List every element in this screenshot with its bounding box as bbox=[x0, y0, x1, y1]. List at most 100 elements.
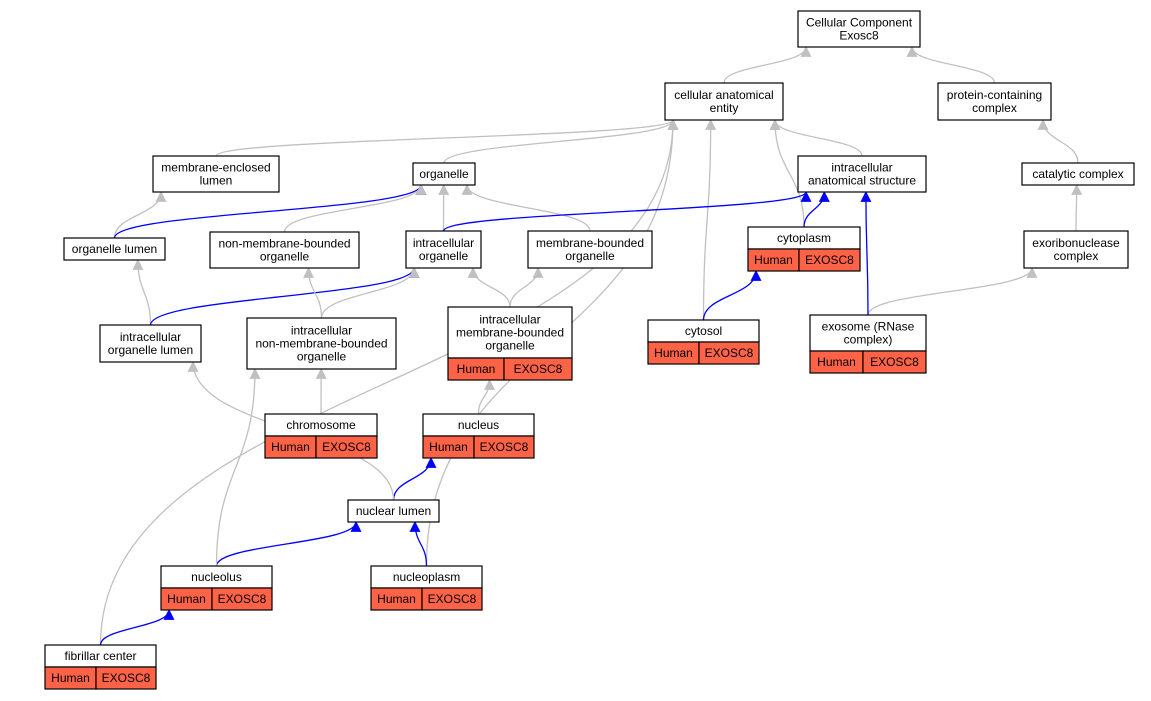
gene-cell bbox=[798, 248, 861, 272]
edge-membrane-enclosed-lumen-to-cellular-anatomical-entity bbox=[215, 118, 679, 157]
node-label: nucleolus bbox=[191, 570, 242, 584]
node-label: organelle bbox=[419, 167, 469, 181]
node-label: membrane-bounded bbox=[536, 236, 644, 250]
gene-cell bbox=[473, 435, 535, 459]
edge-nucleolus-to-intracellular-non-membrane-bounded-organelle bbox=[215, 367, 261, 567]
node-label: organelle bbox=[565, 249, 615, 263]
edge-membrane-bounded-organelle-to-organelle bbox=[461, 183, 591, 232]
node-label: intracellular bbox=[413, 236, 474, 250]
node-intracellular-non-membrane-bounded-organelle[interactable]: intracellularnon-membrane-boundedorganel… bbox=[246, 317, 397, 370]
node-intracellular-membrane-bounded-organelle[interactable]: intracellularmembrane-boundedorganelleHu… bbox=[447, 306, 573, 381]
node-label: organelle bbox=[297, 350, 347, 364]
node-box bbox=[664, 82, 784, 121]
gene-label: EXOSC8 bbox=[870, 355, 919, 369]
gene-label: EXOSC8 bbox=[805, 253, 854, 267]
node-label: intracellular bbox=[291, 324, 352, 338]
node-box bbox=[797, 10, 921, 48]
gene-cell bbox=[421, 587, 483, 611]
node-box bbox=[246, 317, 397, 370]
node-label: fibrillar center bbox=[64, 649, 136, 663]
node-nuclear-lumen[interactable]: nuclear lumen bbox=[347, 499, 440, 523]
node-label: non-membrane-bounded bbox=[218, 237, 350, 251]
edge-cytosol-to-cytoplasm bbox=[702, 269, 762, 321]
edge-intracellular-organelle-lumen-to-intracellular-organelle bbox=[149, 266, 420, 326]
node-label: membrane-bounded bbox=[456, 326, 564, 340]
node-box bbox=[412, 162, 476, 186]
node-box bbox=[447, 306, 573, 359]
node-box bbox=[1021, 162, 1135, 186]
node-label: cytosol bbox=[685, 324, 722, 338]
edge-intracellular-membrane-bounded-organelle-to-membrane-bounded-organelle bbox=[509, 266, 544, 308]
edge-intracellular-anatomical-structure-to-cellular-anatomical-entity bbox=[769, 118, 863, 157]
node-label: entity bbox=[710, 101, 739, 115]
node-box bbox=[937, 82, 1052, 121]
edge-cytoplasm-to-intracellular-anatomical-structure bbox=[803, 190, 830, 228]
node-label: intracellular bbox=[479, 313, 540, 327]
edge-cytoplasm-to-cellular-anatomical-entity bbox=[769, 118, 805, 228]
edge-protein-containing-complex-to-root bbox=[906, 45, 996, 84]
node-label: complex bbox=[972, 101, 1017, 115]
gene-label: EXOSC8 bbox=[514, 362, 563, 376]
node-organelle-lumen[interactable]: organelle lumen bbox=[63, 237, 166, 261]
node-label: lumen bbox=[200, 174, 233, 188]
edge-non-membrane-bounded-organelle-to-organelle bbox=[283, 183, 427, 233]
species-label: Human bbox=[429, 440, 468, 454]
edge-catalytic-complex-to-protein-containing-complex bbox=[1037, 118, 1079, 164]
node-label: organelle lumen bbox=[72, 242, 157, 256]
species-label: Human bbox=[817, 355, 856, 369]
edge-organelle-lumen-to-membrane-enclosed-lumen bbox=[113, 190, 167, 239]
edge-intracellular-organelle-to-intracellular-anatomical-structure bbox=[442, 190, 812, 232]
node-box bbox=[152, 155, 280, 193]
node-catalytic-complex[interactable]: catalytic complex bbox=[1021, 162, 1135, 186]
node-label: anatomical structure bbox=[808, 174, 916, 188]
edge-organelle-lumen-to-organelle bbox=[113, 183, 427, 239]
gene-cell bbox=[862, 350, 927, 374]
edge-nucleoplasm-to-nuclear-lumen bbox=[409, 520, 428, 567]
edge-nuclear-lumen-to-nucleus bbox=[392, 456, 437, 501]
node-label: complex) bbox=[844, 333, 893, 347]
edge-exosome-to-exoribonuclease-complex bbox=[867, 266, 1038, 316]
edge-intracellular-organelle-lumen-to-organelle-lumen bbox=[132, 258, 152, 326]
species-label: Human bbox=[51, 671, 90, 685]
node-label: nuclear lumen bbox=[356, 504, 431, 518]
edge-exoribonuclease-complex-to-catalytic-complex bbox=[1071, 183, 1083, 232]
node-box bbox=[209, 231, 360, 269]
edge-fibrillar-center-to-cellular-anatomical-entity bbox=[99, 118, 679, 646]
node-label: complex bbox=[1054, 249, 1099, 263]
species-label: Human bbox=[271, 440, 310, 454]
node-box bbox=[347, 499, 440, 523]
species-label: Human bbox=[754, 253, 793, 267]
node-label: nucleoplasm bbox=[393, 570, 460, 584]
gene-cell bbox=[315, 435, 378, 459]
edge-fibrillar-center-to-nucleolus bbox=[99, 608, 175, 646]
node-organelle[interactable]: organelle bbox=[412, 162, 476, 186]
node-label: protein-containing bbox=[947, 88, 1042, 102]
node-label: organelle bbox=[419, 249, 469, 263]
node-box bbox=[63, 237, 166, 261]
gene-cell bbox=[211, 587, 273, 611]
species-label: Human bbox=[167, 592, 206, 606]
species-label: Human bbox=[457, 362, 496, 376]
node-label: organelle bbox=[485, 339, 535, 353]
node-box bbox=[527, 230, 653, 269]
